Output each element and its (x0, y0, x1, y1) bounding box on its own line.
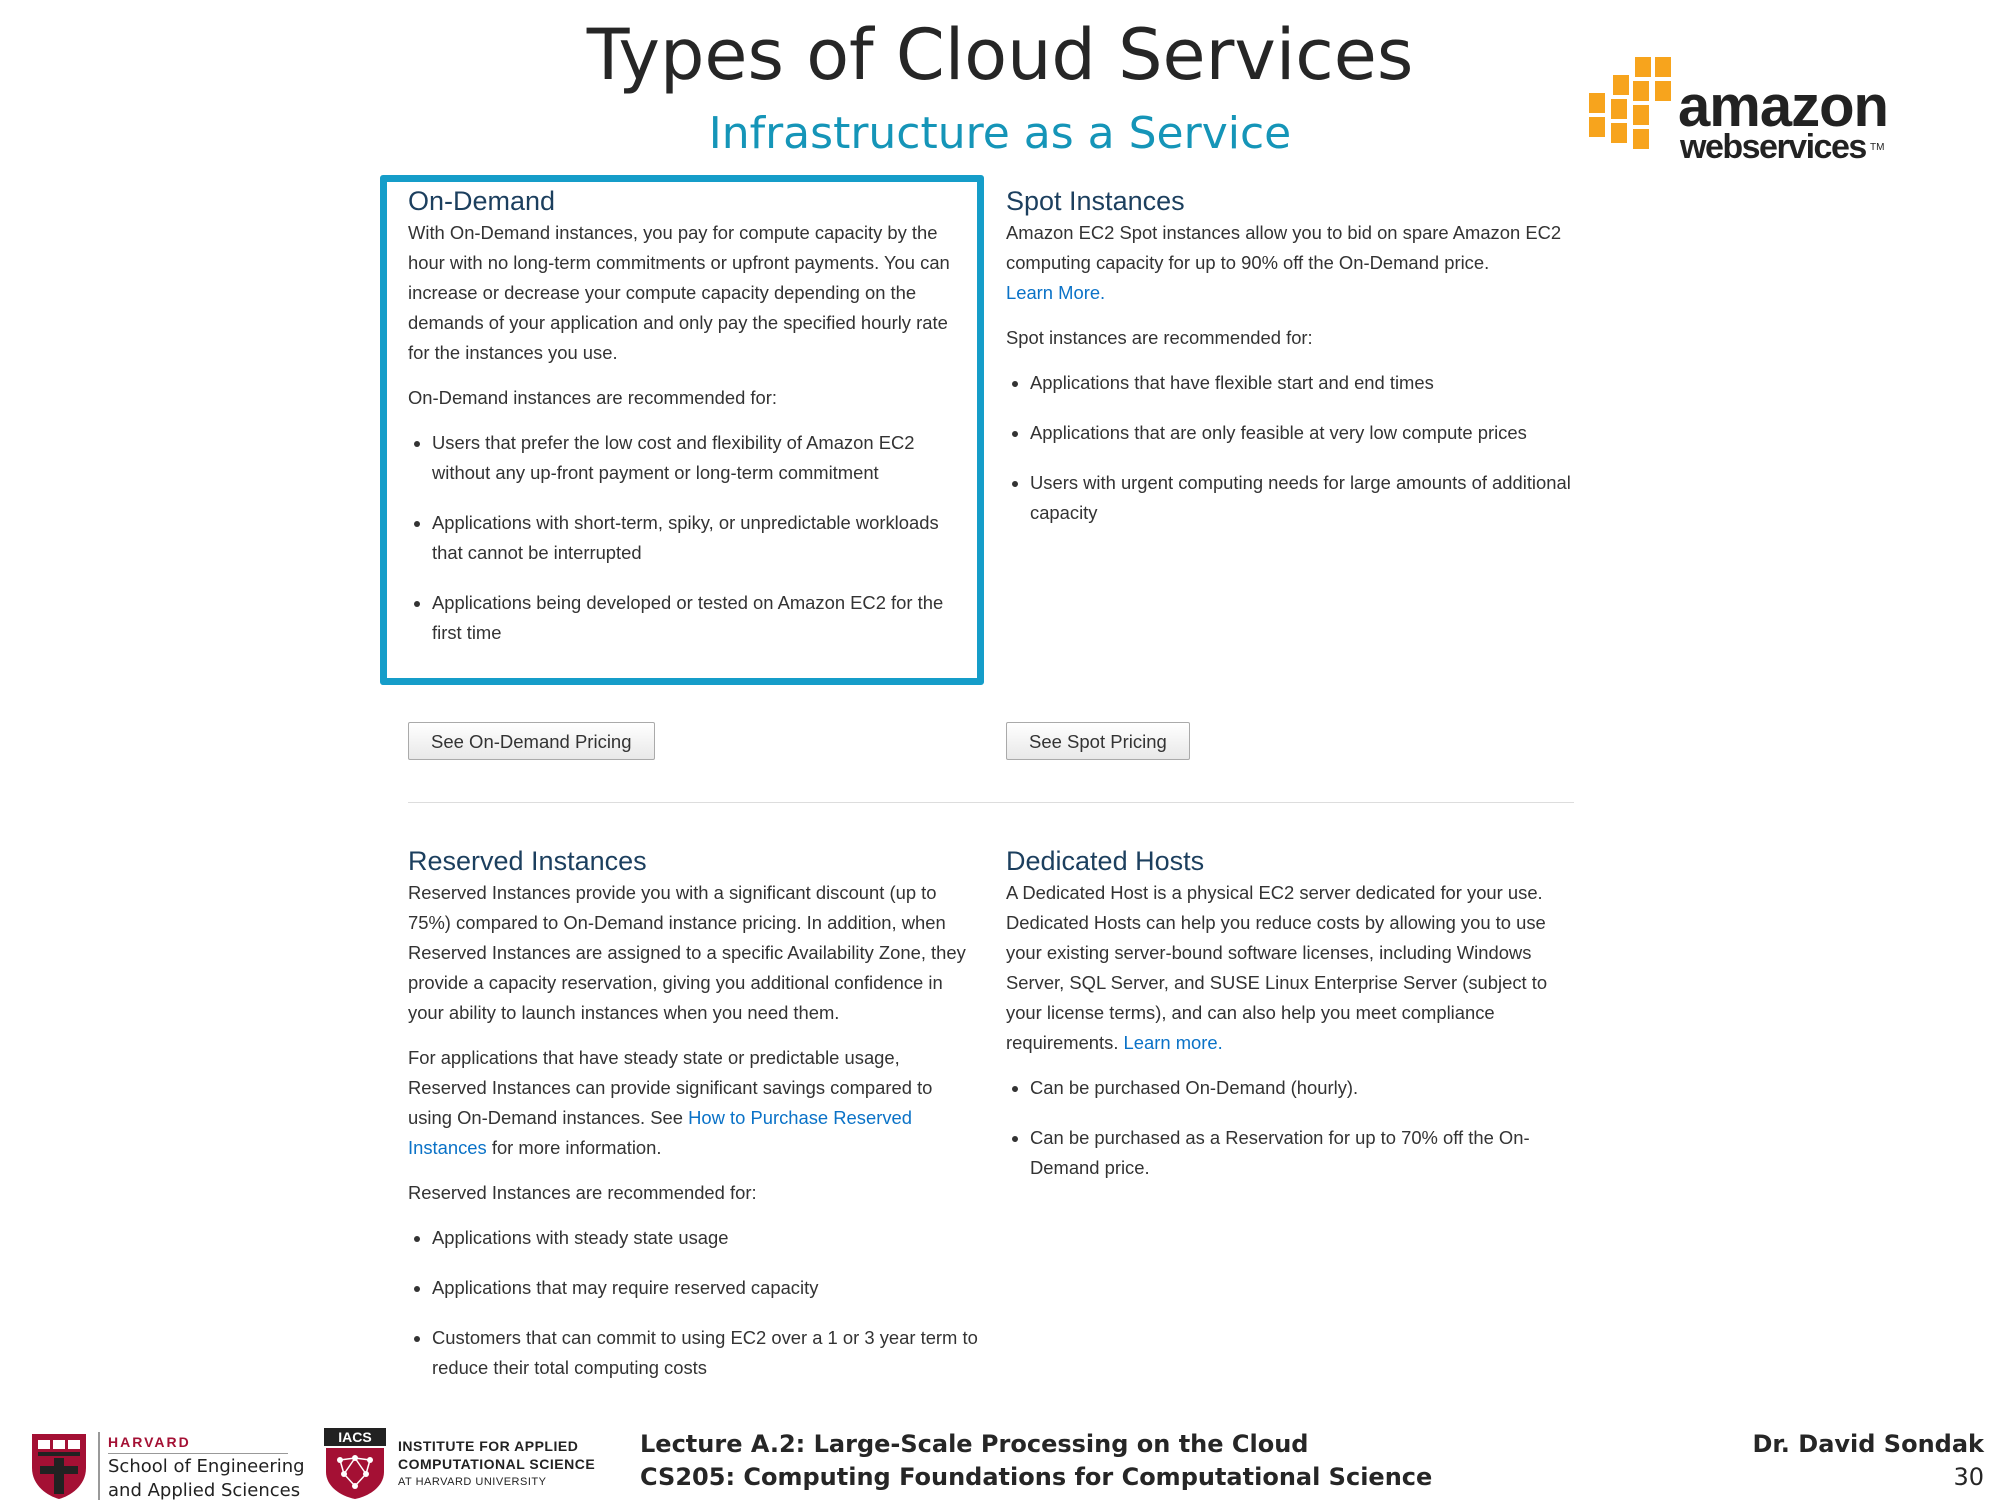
list-item: Users with urgent computing needs for la… (1030, 468, 1576, 528)
reserved-usage-text-end: for more information. (486, 1137, 662, 1158)
harvard-label: HARVARD (108, 1434, 191, 1450)
footer-divider (98, 1432, 100, 1500)
dedicated-bullets: Can be purchased On-Demand (hourly). Can… (1006, 1073, 1581, 1183)
see-on-demand-pricing-button[interactable]: See On-Demand Pricing (408, 722, 655, 760)
spot-bullets: Applications that have flexible start an… (1006, 368, 1576, 528)
aws-logo (1582, 52, 1892, 170)
list-item: Applications being developed or tested o… (432, 588, 973, 648)
list-item: Can be purchased as a Reservation for up… (1030, 1123, 1581, 1183)
reserved-heading: Reserved Instances (408, 846, 647, 876)
list-item: Can be purchased On-Demand (hourly). (1030, 1073, 1581, 1103)
dedicated-learn-more-link[interactable]: Learn more. (1123, 1032, 1223, 1053)
list-item: Applications with steady state usage (432, 1223, 978, 1253)
spot-recommended-label: Spot instances are recommended for: (1006, 327, 1313, 348)
on-demand-heading: On-Demand (408, 186, 556, 216)
spot-description-text: Amazon EC2 Spot instances allow you to b… (1006, 222, 1562, 273)
reserved-section: Reserved Instances Reserved Instances pr… (408, 844, 978, 1403)
seas-line-1: School of Engineering (108, 1456, 305, 1477)
list-item: Users that prefer the low cost and flexi… (432, 428, 973, 488)
dedicated-section: Dedicated Hosts A Dedicated Host is a ph… (1006, 844, 1581, 1203)
on-demand-description: With On-Demand instances, you pay for co… (408, 222, 950, 363)
author-name: Dr. David Sondak (1752, 1430, 1984, 1458)
slide-subtitle: Infrastructure as a Service (708, 108, 1292, 159)
list-item: Applications with short-term, spiky, or … (432, 508, 973, 568)
iacs-badge-text: IACS (338, 1429, 371, 1445)
seas-line-2: and Applied Sciences (108, 1480, 301, 1501)
harvard-shield-icon (30, 1432, 88, 1500)
iacs-line-1: INSTITUTE FOR APPLIED (398, 1438, 579, 1454)
aws-cubes-icon (1587, 55, 1673, 151)
spot-learn-more-link[interactable]: Learn More. (1006, 282, 1106, 303)
spot-section: Spot Instances Amazon EC2 Spot instances… (1006, 184, 1576, 548)
iacs-logo-icon: IACS (324, 1428, 386, 1500)
course-title: CS205: Computing Foundations for Computa… (640, 1463, 1433, 1491)
reserved-usage-paragraph: For applications that have steady state … (408, 1043, 978, 1163)
on-demand-bullets: Users that prefer the low cost and flexi… (408, 428, 973, 648)
dedicated-description-text: A Dedicated Host is a physical EC2 serve… (1006, 882, 1548, 1053)
list-item: Customers that can commit to using EC2 o… (432, 1323, 978, 1383)
lecture-title: Lecture A.2: Large-Scale Processing on t… (640, 1430, 1309, 1458)
on-demand-highlight-box (380, 175, 984, 685)
slide-title: Types of Cloud Services (586, 14, 1414, 96)
reserved-description: Reserved Instances provide you with a si… (408, 882, 966, 1023)
spot-heading: Spot Instances (1006, 186, 1185, 216)
aws-logo-trademark: TM (1870, 142, 1885, 153)
reserved-recommended-label: Reserved Instances are recommended for: (408, 1182, 757, 1203)
list-item: Applications that are only feasible at v… (1030, 418, 1576, 448)
list-item: Applications that may require reserved c… (432, 1273, 978, 1303)
iacs-line-3: AT HARVARD UNIVERSITY (398, 1476, 547, 1488)
reserved-bullets: Applications with steady state usage App… (408, 1223, 978, 1383)
harvard-underline (108, 1453, 288, 1454)
aws-logo-word-amazon: amazon (1678, 74, 1889, 139)
reserved-usage-text: For applications that have steady state … (408, 1047, 933, 1128)
how-to-purchase-reserved-link[interactable]: How to Purchase Reserved Instances (408, 1107, 912, 1158)
spot-description: Amazon EC2 Spot instances allow you to b… (1006, 218, 1576, 308)
slide-number: 30 (1953, 1463, 1984, 1491)
section-divider (408, 802, 1574, 803)
on-demand-section: On-Demand With On-Demand instances, you … (408, 184, 973, 668)
dedicated-heading: Dedicated Hosts (1006, 846, 1205, 876)
on-demand-recommended-label: On-Demand instances are recommended for: (408, 387, 778, 408)
list-item: Applications that have flexible start an… (1030, 368, 1576, 398)
dedicated-description: A Dedicated Host is a physical EC2 serve… (1006, 878, 1581, 1058)
iacs-line-2: COMPUTATIONAL SCIENCE (398, 1456, 596, 1472)
aws-logo-word-webservices: webservices (1680, 128, 1867, 166)
see-spot-pricing-button[interactable]: See Spot Pricing (1006, 722, 1190, 760)
